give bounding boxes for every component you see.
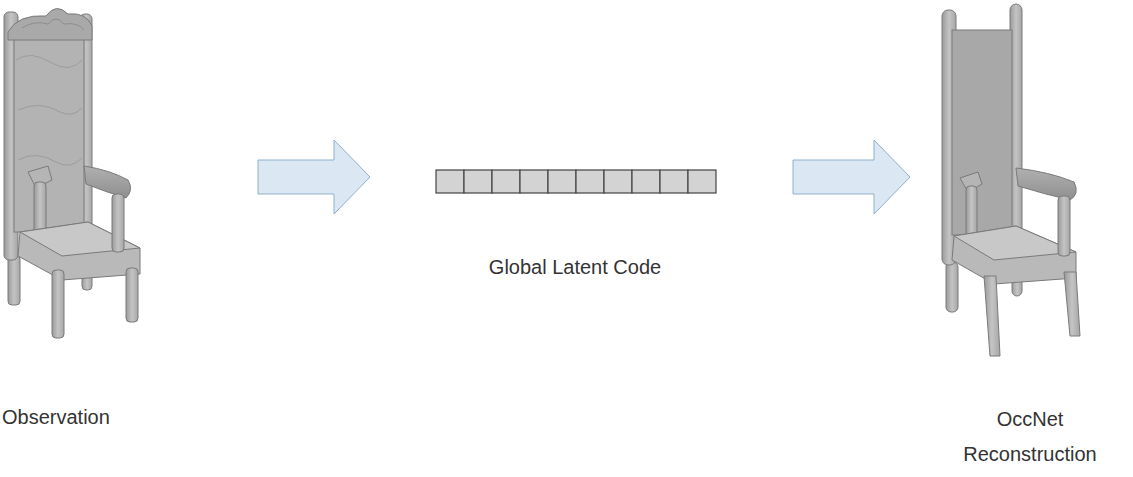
observed-chair — [4, 8, 140, 338]
diagram-stage: OccNet Reconstruction — [910, 0, 1133, 477]
block-arrow — [258, 140, 370, 214]
diagram-stage: Global Latent Code — [370, 0, 793, 477]
stage-label: Observation — [2, 400, 202, 435]
latent-code-cells — [436, 170, 716, 193]
diagram-stage: Observation — [0, 0, 258, 477]
stage-label: OccNet Reconstruction — [960, 402, 1100, 472]
block-arrow — [793, 140, 910, 214]
reconstructed-chair — [942, 4, 1080, 356]
stage-label: Global Latent Code — [425, 250, 725, 285]
